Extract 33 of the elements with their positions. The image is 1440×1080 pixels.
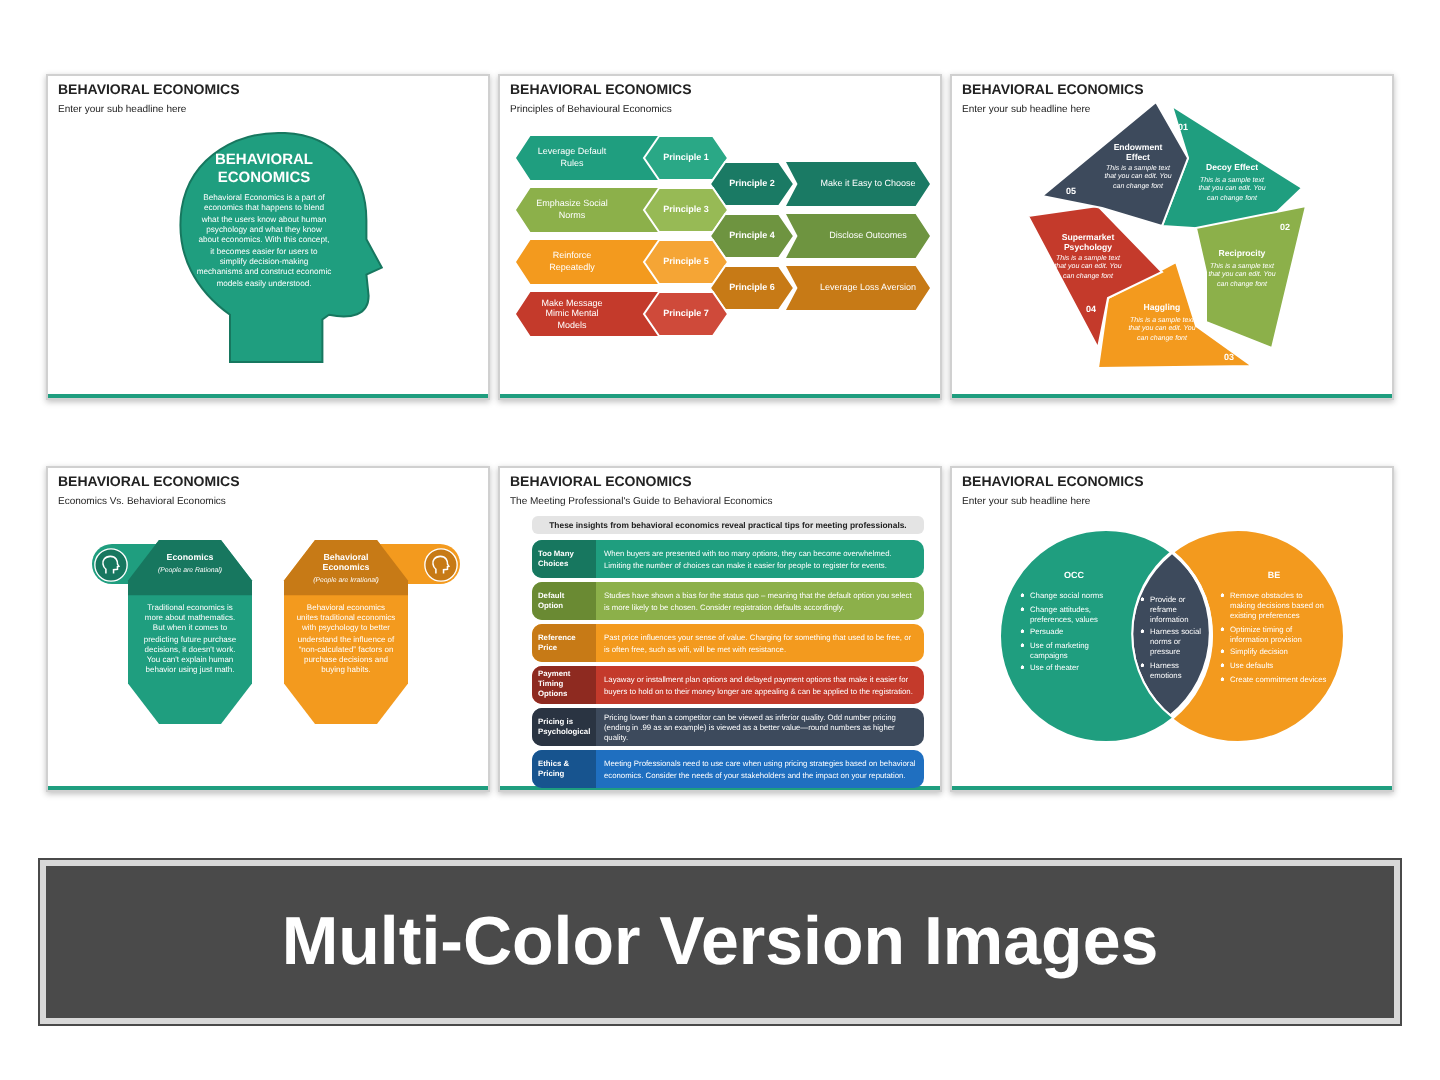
- venn-overlap: [1130, 549, 1210, 715]
- banner-title: Multi-Color Version Images: [281, 903, 1159, 981]
- tip-row: [532, 582, 924, 620]
- arrow-banner: [786, 162, 930, 206]
- tip-row: [532, 666, 924, 704]
- slide-card: [498, 74, 942, 400]
- principle-hexagon: [710, 162, 794, 206]
- slide-card: [498, 466, 942, 792]
- banner: [40, 860, 1400, 1024]
- principle-hexagon: [644, 188, 728, 232]
- tip-row: [532, 624, 924, 662]
- slide-card: [950, 466, 1394, 792]
- arrow-banner: [786, 214, 930, 258]
- slide-card: [46, 74, 490, 400]
- arrow-banner: [516, 136, 660, 180]
- principle-hexagon: [644, 136, 728, 180]
- pentagon-segment: [1196, 206, 1306, 348]
- principle-hexagon: [644, 240, 728, 284]
- arrow-banner: [516, 188, 660, 232]
- slide-card: [46, 466, 490, 792]
- arrow-banner: [786, 266, 930, 310]
- arrow-banner: [516, 240, 660, 284]
- tip-row: [532, 540, 924, 578]
- header-band: [532, 516, 924, 534]
- principle-hexagon: [644, 292, 728, 336]
- arrow-banner: [516, 292, 660, 336]
- principle-hexagon: [710, 214, 794, 258]
- comparison-hexagon: [128, 540, 252, 724]
- tip-row: [532, 750, 924, 788]
- comparison-hexagon: [284, 540, 408, 724]
- principle-hexagon: [710, 266, 794, 310]
- slide-card: [950, 74, 1394, 400]
- tip-row: [532, 708, 924, 746]
